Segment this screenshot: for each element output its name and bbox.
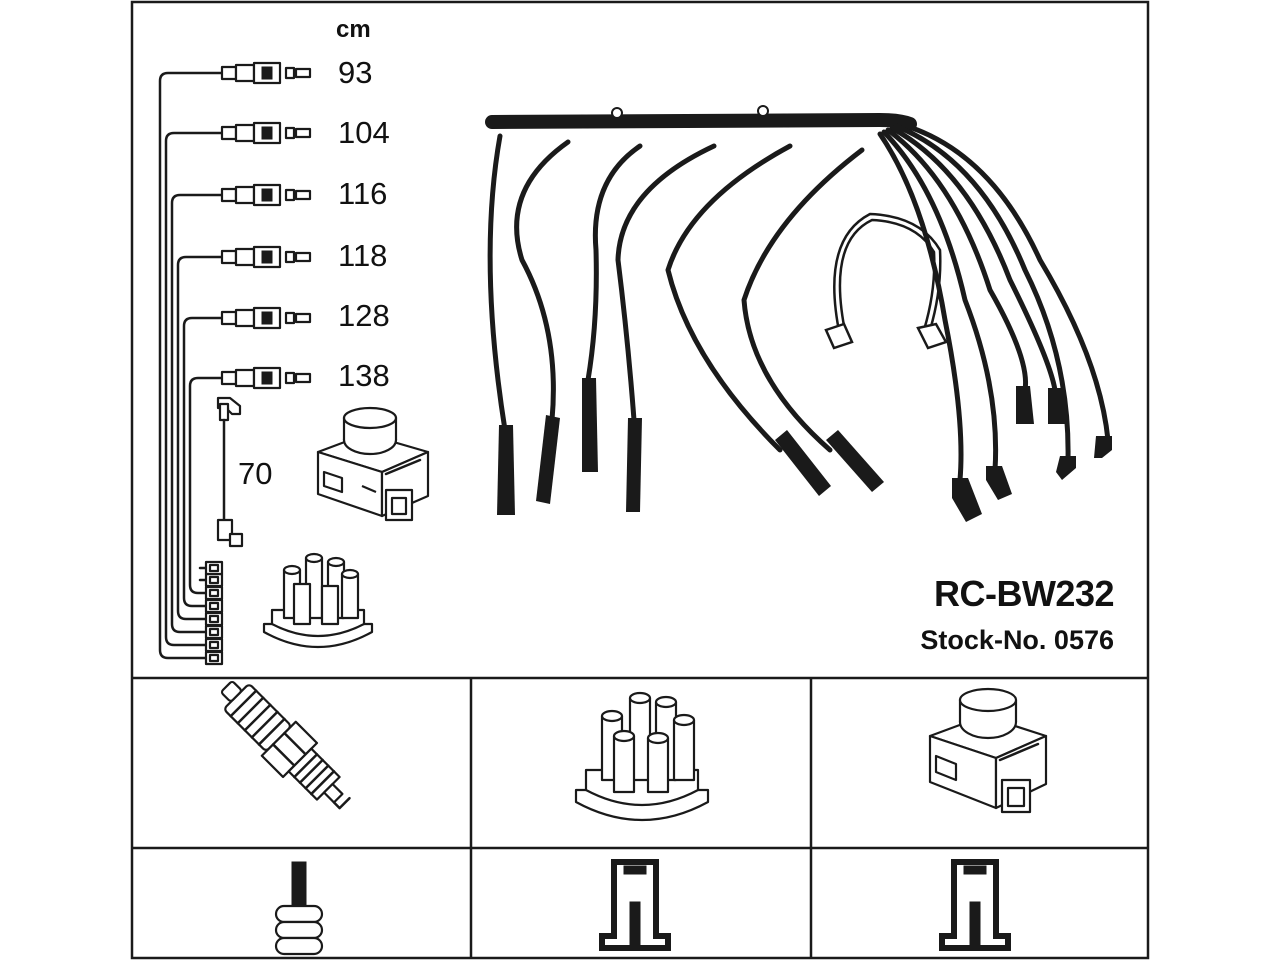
- ignition-coil-small: [316, 406, 430, 522]
- lead-length-schematic: [158, 61, 312, 666]
- panel-distributor-cap: [574, 691, 710, 821]
- lead-length-6: 138: [338, 358, 390, 393]
- lead-length-5: 128: [338, 298, 390, 333]
- outer-border: [130, 0, 1150, 960]
- connector-coil-socket: [939, 859, 1011, 951]
- coil-lead-length: 70: [238, 456, 273, 491]
- unit-label: cm: [336, 16, 371, 43]
- panel-ignition-coil: [928, 687, 1048, 814]
- model-number: RC-BW232: [933, 573, 1115, 614]
- lead-length-3: 116: [338, 176, 388, 211]
- distributor-cap-small: [262, 552, 374, 648]
- connector-cap-socket: [599, 859, 671, 951]
- panel-spark-plug: [220, 680, 351, 810]
- stock-number: Stock-No. 0576: [920, 625, 1114, 655]
- connector-plug-terminal: [274, 861, 324, 956]
- lead-length-4: 118: [338, 238, 388, 273]
- lead-length-2: 104: [338, 115, 390, 150]
- ignition-harness: [485, 105, 1112, 522]
- lead-length-1: 93: [338, 55, 373, 90]
